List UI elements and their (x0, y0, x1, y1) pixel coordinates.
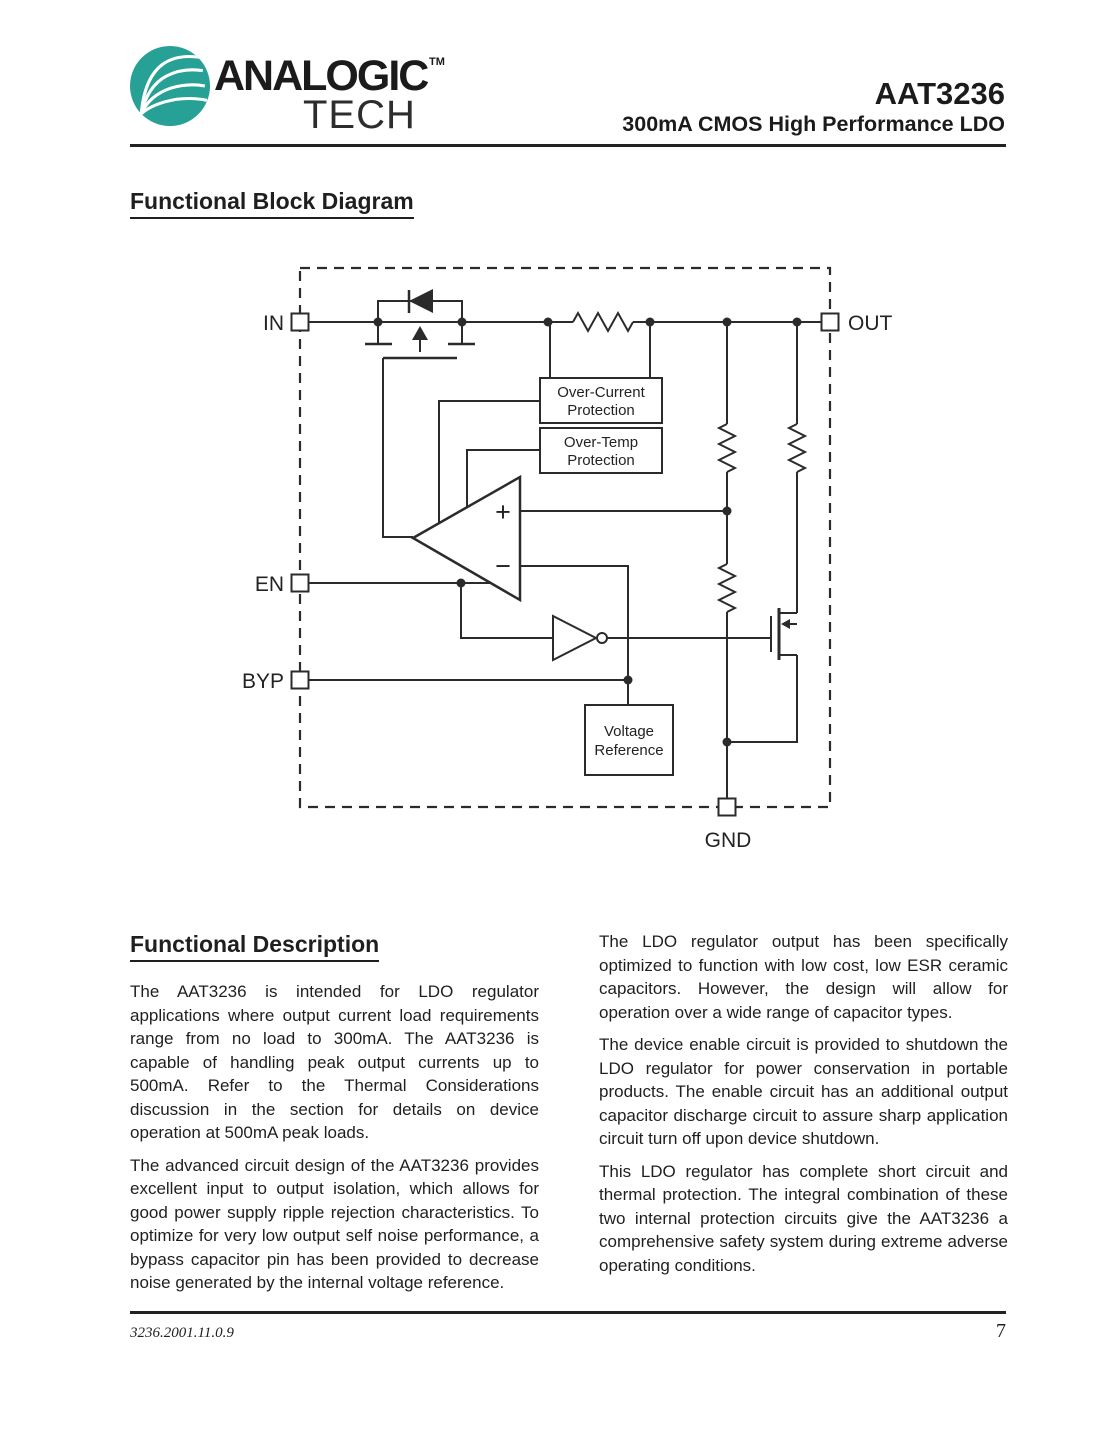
page-number: 7 (996, 1320, 1006, 1342)
enable-inverter (552, 614, 608, 662)
over-current-protection-block: Over-Current Protection (539, 377, 663, 424)
over-current-label-line1: Over-Current (557, 384, 645, 401)
description-right-column: The LDO regulator output has been specif… (599, 930, 1008, 1286)
footer-rule (130, 1311, 1006, 1314)
pin-gnd: GND (705, 797, 752, 852)
paragraph: The LDO regulator output has been specif… (599, 932, 1008, 1022)
block-diagram-heading: Functional Block Diagram (130, 188, 414, 219)
functional-block-diagram: + − O (242, 266, 893, 852)
feedback-divider-resistor-top (716, 423, 738, 473)
over-current-label-line2: Protection (567, 402, 635, 419)
header-rule (130, 144, 1006, 147)
opamp-minus-sign: − (495, 551, 511, 581)
paragraph: The device enable circuit is provided to… (599, 1035, 1008, 1148)
over-temp-label-line2: Protection (567, 452, 635, 469)
paragraph: The AAT3236 is intended for LDO regulato… (130, 982, 539, 1142)
voltage-ref-label-line1: Voltage (604, 723, 654, 740)
body-diode (407, 289, 433, 313)
logo-leaf-curves (139, 54, 208, 115)
pin-in: IN (263, 312, 310, 335)
header: ANALOGIC TM TECH AAT3236 300mA CMOS High… (0, 0, 1105, 150)
part-number: AAT3236 (874, 76, 1005, 111)
pin-en-label: EN (255, 573, 284, 596)
ic-boundary-dashed-box (298, 266, 832, 809)
document-number: 3236.2001.11.0.9 (130, 1325, 234, 1341)
pin-out: OUT (820, 312, 893, 335)
brand-logo-icon (130, 46, 210, 126)
over-temp-label-line1: Over-Temp (564, 434, 638, 451)
sense-resistor (572, 310, 634, 334)
functional-description-heading: Functional Description (130, 931, 380, 962)
feedback-divider-resistor-bottom (716, 563, 738, 613)
voltage-reference-block: Voltage Reference (584, 704, 674, 776)
pass-pmos-transistor (365, 322, 475, 360)
brand-wordmark-tech: TECH (303, 93, 416, 137)
discharge-nmos-transistor (770, 608, 797, 660)
pin-in-label: IN (263, 312, 284, 335)
block-diagram-heading-text: Functional Block Diagram (130, 188, 414, 219)
part-subtitle: 300mA CMOS High Performance LDO (622, 112, 1005, 136)
paragraph: The advanced circuit design of the AAT32… (130, 1155, 539, 1293)
trademark-symbol: TM (429, 56, 445, 68)
pin-gnd-label: GND (705, 829, 752, 852)
pin-byp: BYP (242, 670, 310, 693)
voltage-ref-label-line2: Reference (594, 742, 663, 759)
junction-dots (373, 317, 802, 747)
pin-en: EN (255, 573, 310, 596)
functional-description-heading-text: Functional Description (130, 931, 380, 962)
error-amplifier: + − (410, 474, 522, 603)
circuit-wires (308, 300, 822, 799)
paragraph: This LDO regulator has complete short ci… (599, 1161, 1008, 1275)
output-load-resistor (786, 423, 808, 473)
pin-out-label: OUT (848, 312, 893, 335)
brand-wordmark-analogic: ANALOGIC (214, 52, 429, 100)
pin-byp-label: BYP (242, 670, 284, 693)
opamp-plus-sign: + (495, 497, 511, 527)
over-temp-protection-block: Over-Temp Protection (539, 427, 663, 474)
description-left-column: The AAT3236 is intended for LDO regulato… (130, 980, 539, 1304)
